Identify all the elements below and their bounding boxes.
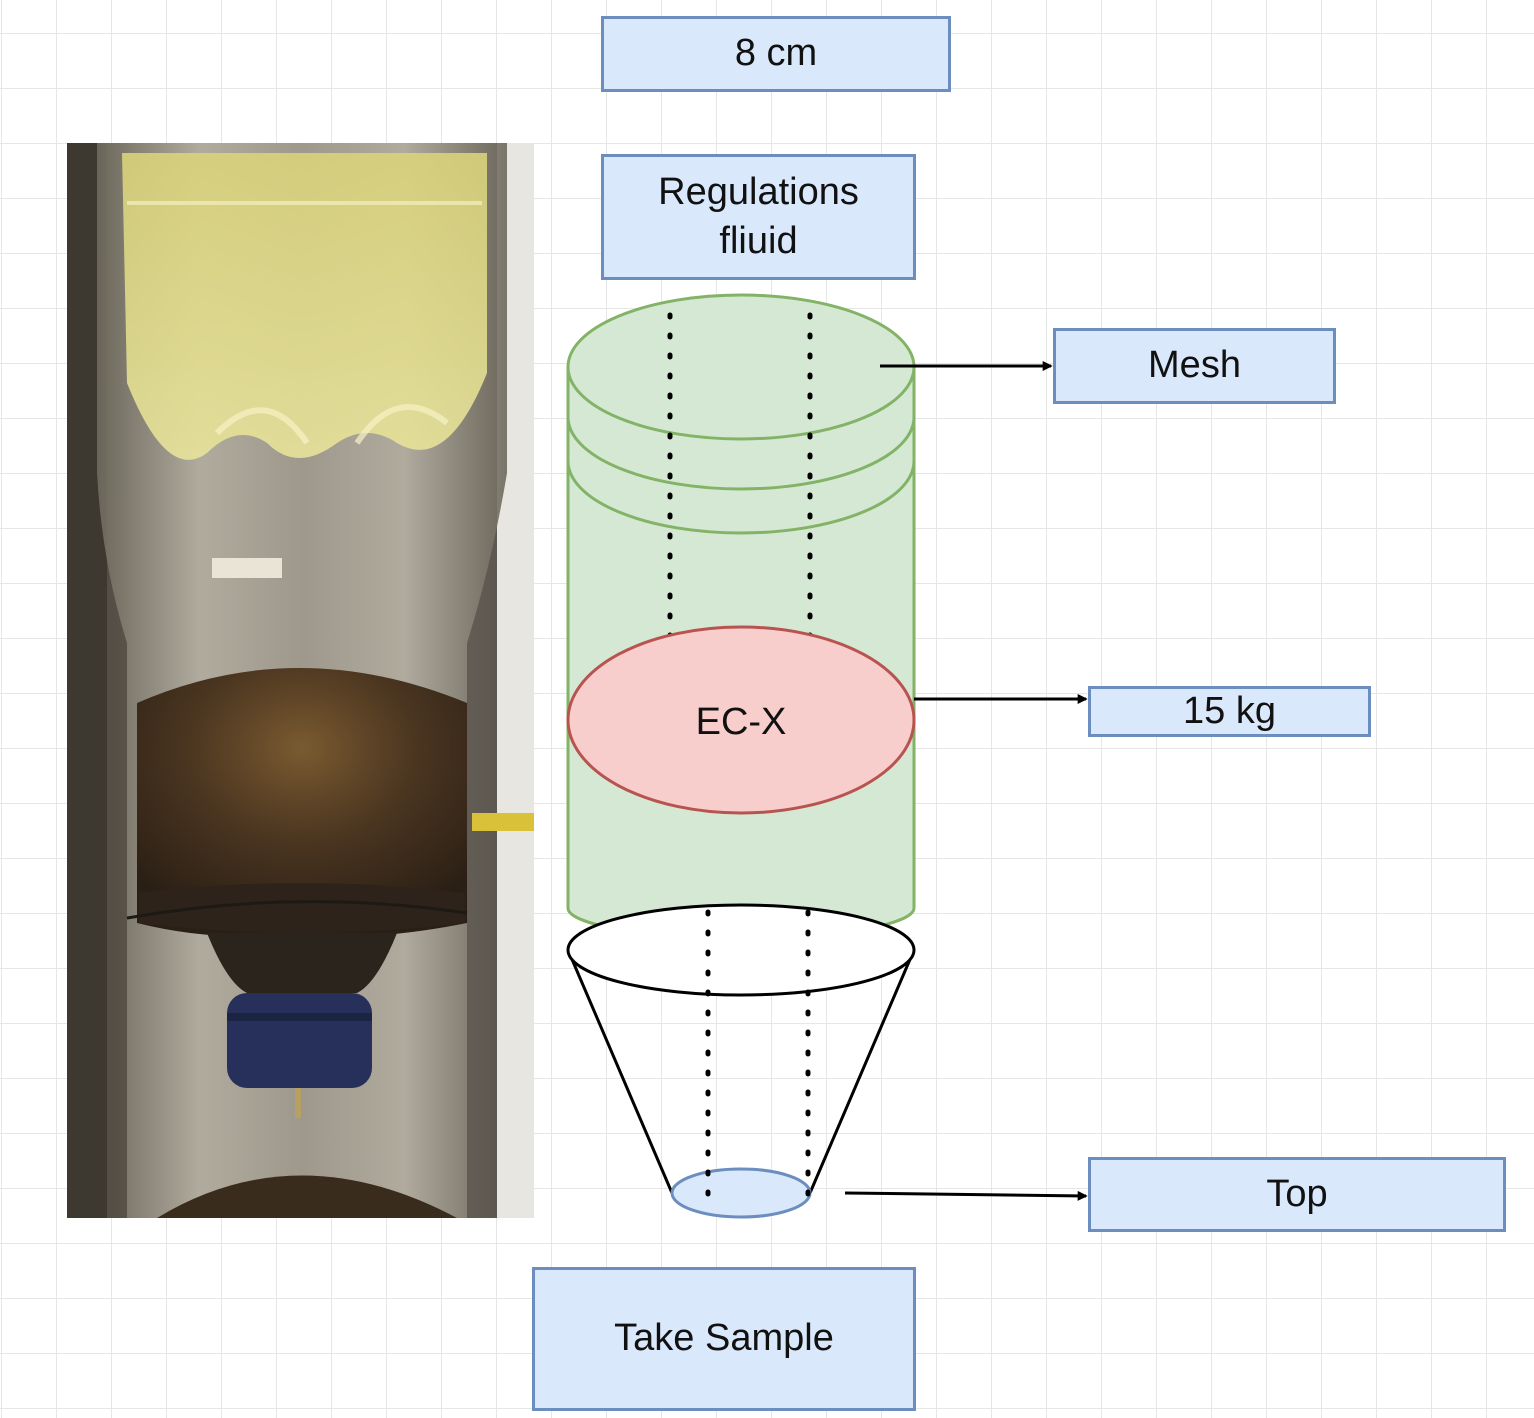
apparatus-photo — [67, 143, 534, 1218]
ec-x-ellipse — [566, 625, 916, 815]
mesh-cylinder — [566, 293, 916, 940]
ec-x-label: EC-X — [696, 701, 787, 743]
regulation-fluid-box: Regulations fliuid — [601, 154, 916, 280]
weight-label-box: 15 kg — [1088, 686, 1371, 737]
top-label-box: Top — [1088, 1157, 1506, 1232]
mesh-label-box: Mesh — [1053, 328, 1336, 404]
width-label-box: 8 cm — [601, 16, 951, 92]
top-arrow — [844, 1190, 1088, 1201]
take-sample-box: Take Sample — [532, 1267, 916, 1411]
funnel-outlet — [670, 1167, 812, 1219]
funnel — [566, 903, 916, 1194]
